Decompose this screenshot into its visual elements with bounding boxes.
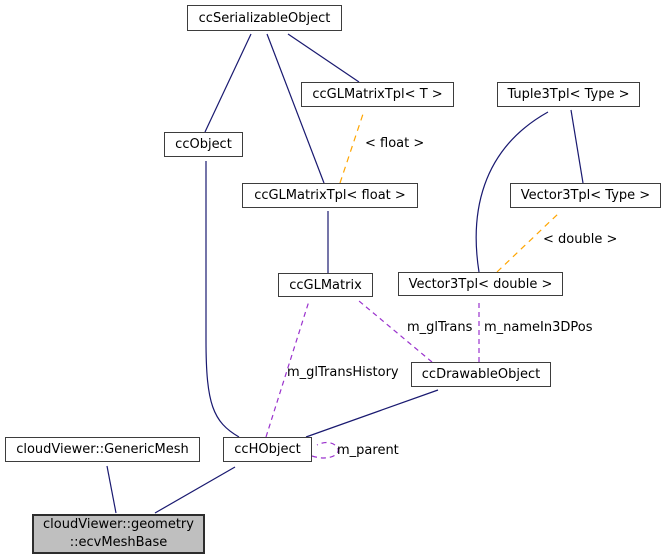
edge-tpl-vector3tpldouble-to-vector3tpltype <box>496 211 561 273</box>
edge-label-m-parent: m_parent <box>337 443 399 458</box>
node-ccglmatrix[interactable]: ccGLMatrix <box>278 273 373 297</box>
edge-use-cchobject-self-loop <box>311 441 339 459</box>
node-ccserializableobject[interactable]: ccSerializableObject <box>187 5 342 31</box>
edge-inh-ecvmeshbase-to-cchobject <box>154 466 236 514</box>
node-ccglmatrixtpl-float[interactable]: ccGLMatrixTpl< float > <box>242 183 418 208</box>
edge-use-ccdrawableobject-to-ccglmatrix <box>358 300 433 363</box>
node-cloudviewer-genericmesh[interactable]: cloudViewer::GenericMesh <box>5 437 200 462</box>
edge-label-float: < float > <box>365 136 425 151</box>
edge-label-m-gltrans: m_glTrans <box>407 320 473 335</box>
edge-inh-ccglmatrixtplt-to-ccserializableobject <box>287 33 360 83</box>
edge-label-m-namein3dpos: m_nameIn3DPos <box>484 320 593 335</box>
node-vector3tpl-double[interactable]: Vector3Tpl< double > <box>398 272 563 296</box>
node-cchobject[interactable]: ccHObject <box>223 437 312 462</box>
main-node-line2: ::ecvMeshBase <box>69 535 168 550</box>
edge-inh-ccobject-to-ccserializableobject <box>204 33 252 133</box>
main-node-line1: cloudViewer::geometry <box>43 516 194 532</box>
edge-inh-ccglmatrixtplfloat-to-ccserializableobject <box>266 33 325 184</box>
edge-use-cchobject-to-ccglmatrix <box>265 300 310 438</box>
edge-inh-cchobject-to-ccdrawableobject <box>305 389 439 438</box>
edge-label-double: < double > <box>543 232 618 247</box>
edge-tpl-ccglmatrixtplfloat-to-ccglmatrixtplt <box>339 110 365 184</box>
node-ccglmatrixtpl-t[interactable]: ccGLMatrixTpl< T > <box>301 82 454 107</box>
edge-inh-ecvmeshbase-to-genericmesh <box>106 465 117 514</box>
node-ccobject[interactable]: ccObject <box>164 132 243 157</box>
node-ccdrawableobject[interactable]: ccDrawableObject <box>411 362 551 387</box>
node-tuple3tpl-type[interactable]: Tuple3Tpl< Type > <box>497 82 640 107</box>
edge-inh-cchobject-to-ccobject <box>205 161 240 438</box>
edge-inh-vector3tpldouble-to-tuple3tpltype <box>475 111 549 273</box>
node-ecvmeshbase-main: cloudViewer::geometry ::ecvMeshBase <box>32 514 205 554</box>
edge-inh-vector3tpltype-to-tuple3tpltype <box>570 109 584 184</box>
edge-label-m-gltranshistory: m_glTransHistory <box>287 365 399 380</box>
node-vector3tpl-type[interactable]: Vector3Tpl< Type > <box>510 183 661 208</box>
